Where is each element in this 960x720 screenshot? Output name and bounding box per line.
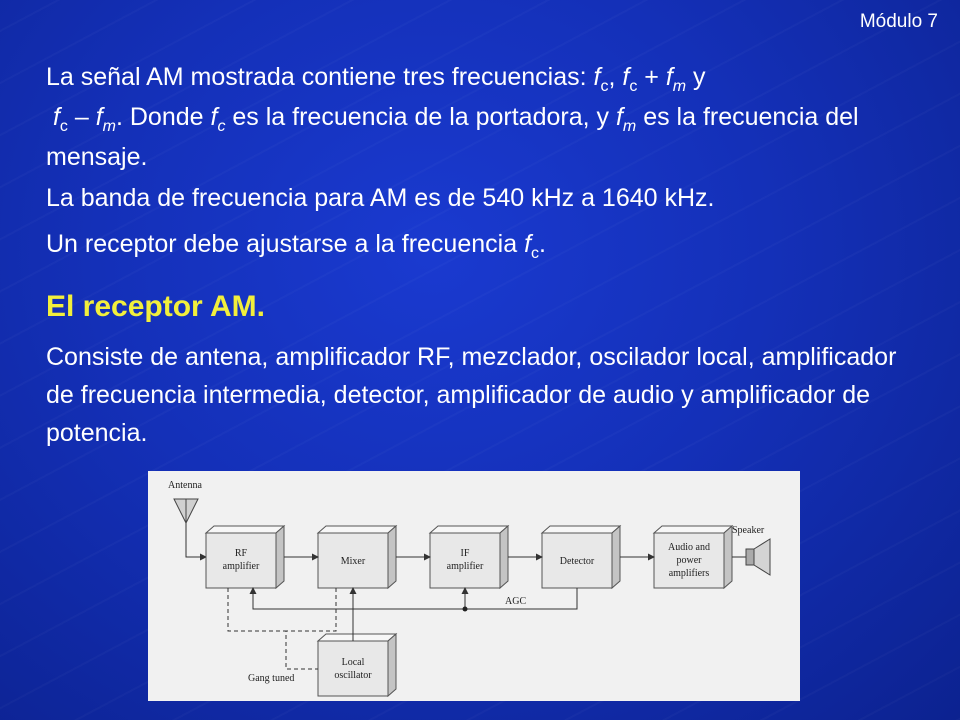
agc-line [249,587,578,610]
block-diagram-svg: Antenna RF amplifier Mixer IF ampli [168,480,771,698]
if-label-line2: amplifier [447,561,484,572]
paragraph-receiver-components: Consiste de antena, amplificador RF, mez… [46,343,897,447]
speaker-icon [745,538,771,576]
lo-label-line1: Local [342,657,365,668]
paragraph-receptor-tuning: Un receptor debe ajustarse a la frecuenc… [46,230,546,262]
gang-tuned-mixer-link [286,588,337,632]
agc-junction-dot [462,606,468,612]
rf-amplifier-block: RF amplifier [204,524,286,590]
mixer-label: Mixer [341,556,366,567]
rf-label-line2: amplifier [223,561,260,572]
gang-tuned-rf-link [227,588,318,670]
detector-label: Detector [560,556,595,567]
mixer-block: Mixer [316,524,398,590]
lo-label-line2: oscillator [334,670,372,681]
audio-power-amplifier-block: Audio and power amplifiers [652,524,734,590]
if-label-line1: IF [461,548,470,559]
antenna-wire [185,523,207,561]
local-oscillator-block: Local oscillator [316,632,398,698]
antenna-label: Antenna [168,480,202,491]
section-heading: El receptor AM. [46,290,265,323]
if-amplifier-block: IF amplifier [428,524,510,590]
paragraph-am-frequencies: La señal AM mostrada contiene tres frecu… [46,63,859,171]
audio-label-line2: power [677,555,703,566]
speaker-label: Speaker [732,525,765,536]
antenna-icon [173,498,199,525]
agc-label: AGC [505,596,526,607]
audio-label-line1: Audio and [668,542,710,553]
module-label: Módulo 7 [859,11,938,32]
gang-tuned-label: Gang tuned [248,673,294,684]
audio-label-line3: amplifiers [669,568,710,579]
paragraph-am-band: La banda de frecuencia para AM es de 540… [46,184,715,212]
rf-label-line1: RF [235,548,248,559]
am-receiver-block-diagram: Antenna RF amplifier Mixer IF ampli [148,471,800,701]
detector-block: Detector [540,524,622,590]
